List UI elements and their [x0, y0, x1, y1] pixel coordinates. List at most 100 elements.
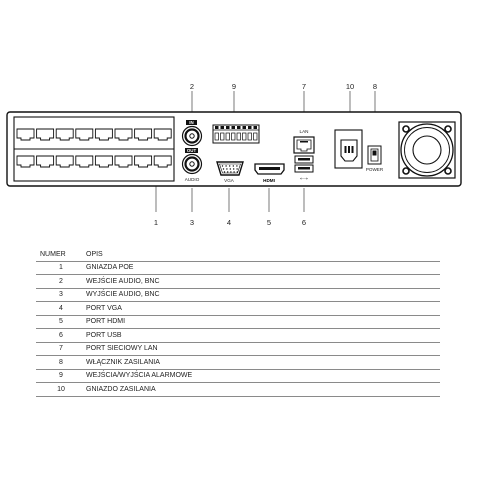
callout-4: 4 [227, 218, 231, 227]
alarm-terminal [214, 132, 219, 141]
alarm-pin [231, 126, 235, 129]
lan-port: LAN [293, 129, 315, 154]
poe-port [75, 128, 94, 141]
row-number: 1 [36, 261, 86, 275]
vga-pin [233, 168, 235, 170]
row-description: PORT SIECIOWY LAN [86, 342, 440, 356]
callouts-bottom: 1 3 4 5 6 [154, 218, 306, 227]
poe-port-block [13, 116, 175, 182]
vga-pin [222, 168, 225, 170]
row-number: 10 [36, 382, 86, 397]
callout-leaders [155, 91, 376, 212]
poe-port [36, 155, 55, 168]
callout-3: 3 [190, 218, 194, 227]
poe-port [94, 155, 113, 168]
alarm-pin [253, 126, 257, 129]
vga-pin [236, 165, 238, 167]
vga-pin [230, 171, 232, 173]
row-number: 3 [36, 288, 86, 302]
audio-in-bnc: IN [181, 120, 203, 147]
row-description: WYJŚCIE AUDIO, BNC [86, 288, 440, 302]
poe-port [16, 128, 35, 141]
vga-pin [225, 165, 227, 167]
callout-2: 2 [190, 82, 194, 91]
callout-10: 10 [346, 82, 354, 91]
alarm-terminal [253, 132, 258, 141]
vga-label: VGA [224, 178, 235, 183]
alarm-terminal [225, 132, 230, 141]
poe-port [55, 155, 74, 168]
poe-port [16, 155, 35, 168]
alarm-pin [242, 126, 246, 129]
vga-pin [226, 168, 228, 170]
audio-out-bnc: OUT AUDIO [181, 148, 203, 182]
row-number: 6 [36, 328, 86, 343]
row-number: 8 [36, 355, 86, 370]
alarm-terminal [236, 132, 241, 141]
alarm-pin [237, 126, 241, 129]
usb-ports: ⇠⇢ [294, 155, 314, 181]
row-description: GNIAZDA POE [86, 261, 440, 275]
vga-pin [236, 168, 238, 170]
row-description: WEJŚCIA/WYJŚCIA ALARMOWE [86, 369, 440, 383]
audio-in-label: IN [189, 120, 193, 125]
vga-pin [223, 171, 226, 173]
header-num: NUMER [36, 248, 86, 262]
alarm-terminal-block [212, 124, 260, 144]
vga-pin [229, 165, 231, 167]
callout-9: 9 [232, 82, 236, 91]
row-description: PORT VGA [86, 301, 440, 316]
poe-port [75, 155, 94, 168]
legend-header-row: NUMER OPIS [36, 248, 440, 262]
row-description: GNIAZDO ZASILANIA [86, 382, 440, 397]
vga-pin [229, 168, 231, 170]
poe-port [134, 155, 153, 168]
hdmi-port: HDMI [254, 163, 285, 183]
alarm-pin [215, 126, 219, 129]
row-number: 2 [36, 274, 86, 289]
row-number: 4 [36, 301, 86, 316]
hdmi-label: HDMI [263, 178, 275, 183]
row-description: PORT USB [86, 328, 440, 343]
vga-pin [232, 165, 234, 167]
poe-port [134, 128, 153, 141]
callout-7: 7 [302, 82, 306, 91]
alarm-terminal [247, 132, 252, 141]
poe-port [55, 128, 74, 141]
row-number: 7 [36, 342, 86, 356]
poe-port [94, 128, 113, 141]
vga-pin [227, 171, 229, 173]
audio-out-label: OUT [187, 148, 197, 153]
row-description: WEJŚCIE AUDIO, BNC [86, 274, 440, 289]
alarm-terminal [231, 132, 236, 141]
vga-pin [233, 171, 235, 173]
callout-6: 6 [302, 218, 306, 227]
callout-8: 8 [373, 82, 377, 91]
poe-port [114, 128, 133, 141]
alarm-pin [248, 126, 252, 129]
alarm-pin [220, 126, 224, 129]
vga-pin [221, 165, 224, 167]
poe-port [36, 128, 55, 141]
alarm-terminal [220, 132, 225, 141]
poe-port [153, 155, 172, 168]
usb-label: ⇠⇢ [300, 176, 308, 181]
power-socket [334, 129, 363, 169]
row-number: 9 [36, 369, 86, 383]
alarm-pin [226, 126, 230, 129]
row-description: WŁĄCZNIK ZASILANIA [86, 355, 440, 370]
cooling-fan [398, 121, 456, 179]
callout-1: 1 [154, 218, 158, 227]
header-desc: OPIS [86, 248, 440, 262]
callout-5: 5 [267, 218, 271, 227]
callouts-top: 2 9 7 10 8 [190, 82, 377, 91]
